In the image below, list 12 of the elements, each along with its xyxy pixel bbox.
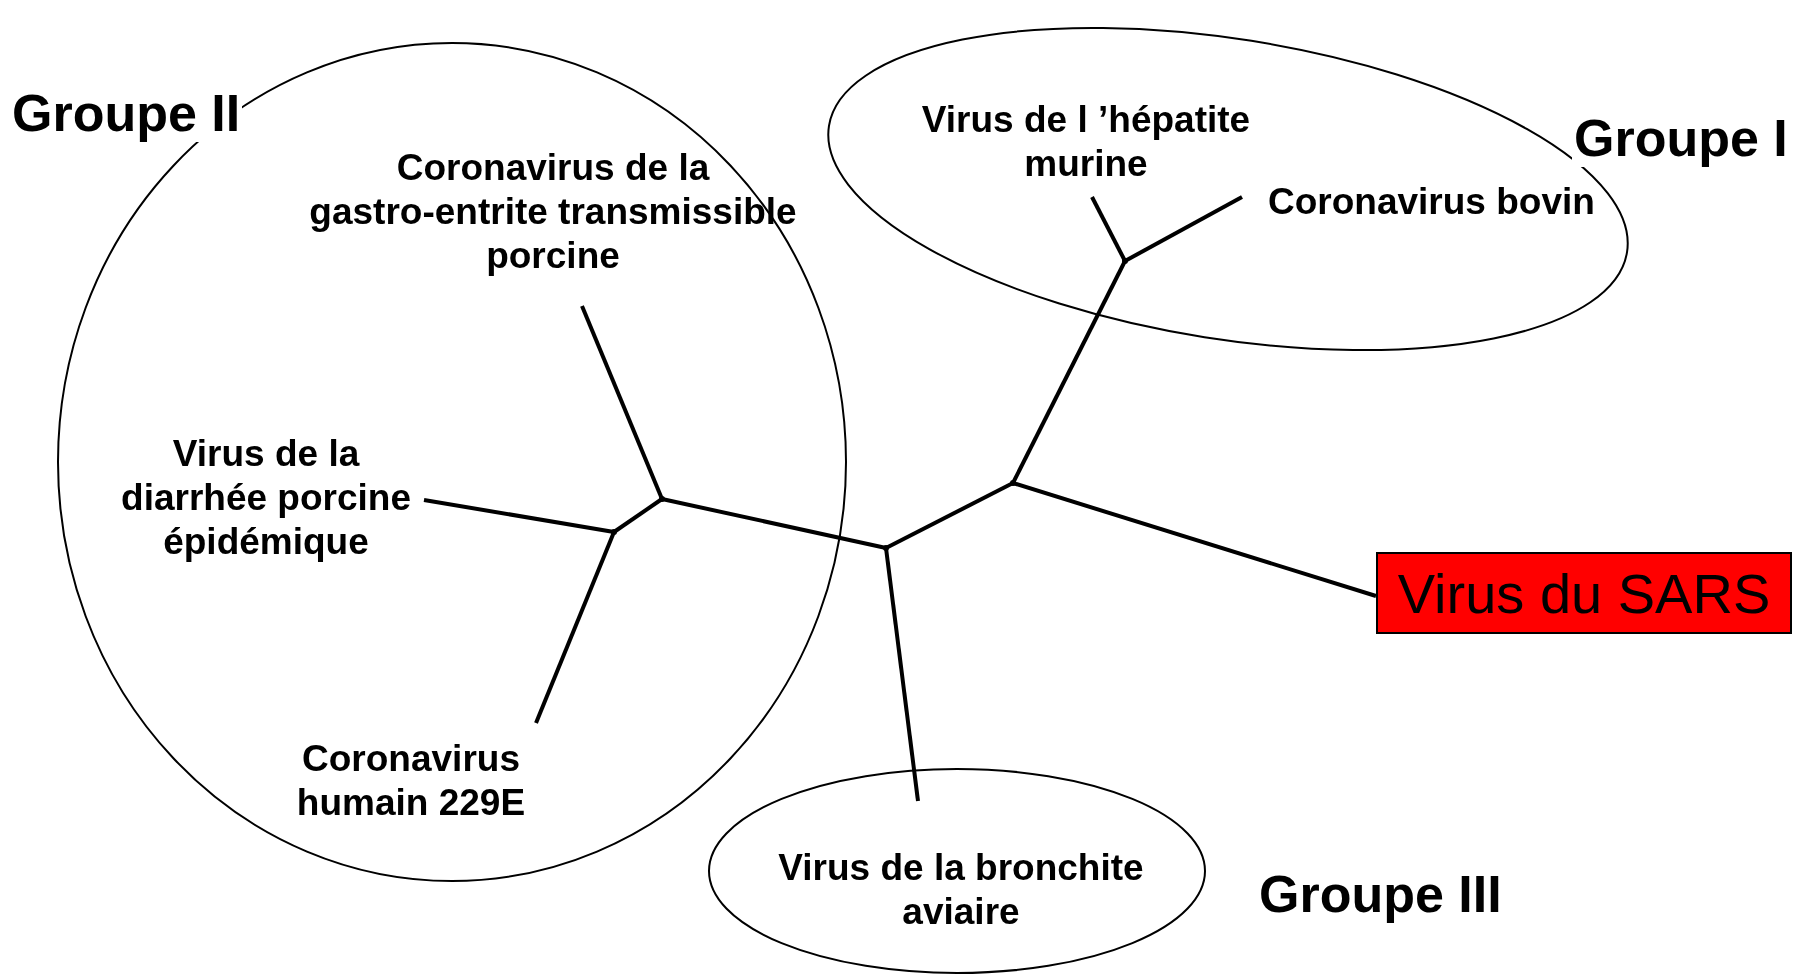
branch-node xyxy=(1010,480,1016,486)
highlighted-virus-box: Virus du SARS xyxy=(1376,552,1792,634)
branch-node xyxy=(611,529,617,535)
branch-node xyxy=(1122,258,1128,264)
virus-label: Virus de la diarrhée porcine épidémique xyxy=(106,432,426,564)
branch-node xyxy=(883,545,889,551)
virus-label: Virus de la bronchite aviaire xyxy=(766,846,1156,934)
tree-branch xyxy=(1124,195,1243,263)
tree-branch xyxy=(885,481,1014,550)
branch-node xyxy=(659,496,665,502)
tree-branch xyxy=(1090,196,1127,262)
virus-label: Coronavirus humain 229E xyxy=(286,737,536,825)
